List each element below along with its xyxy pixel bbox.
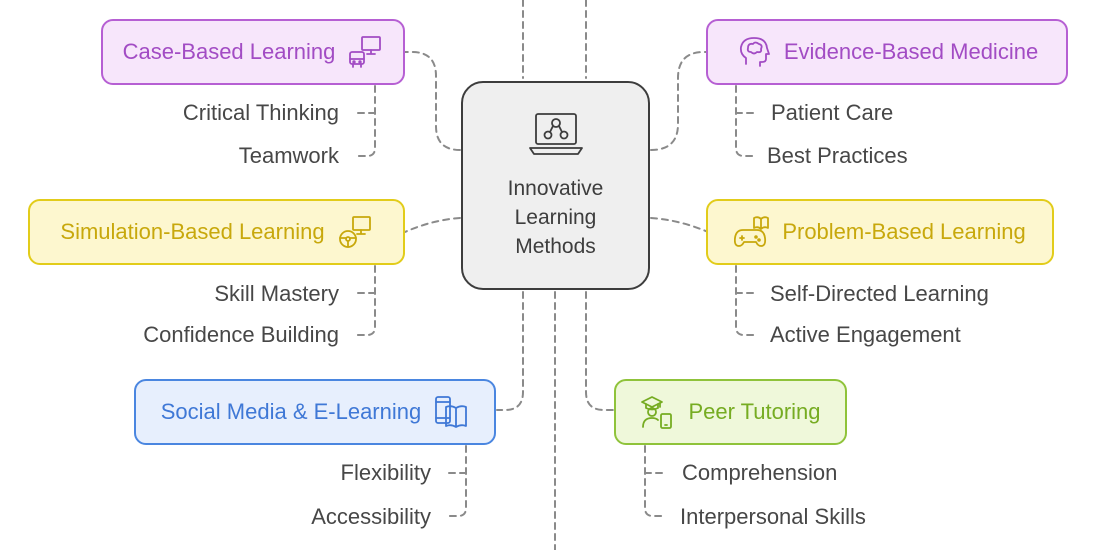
sub-comprehension: Comprehension xyxy=(682,460,838,485)
sub-flexibility: Flexibility xyxy=(340,460,431,485)
peer-tutoring-label: Peer Tutoring xyxy=(688,399,821,424)
center-node: Innovative Learning Methods xyxy=(461,81,650,290)
sub-patient-care: Patient Care xyxy=(771,100,894,125)
connector-case-based xyxy=(404,51,461,151)
sub-interpersonal-skills: Interpersonal Skills xyxy=(680,504,866,529)
sub-self-directed-learning: Self-Directed Learning xyxy=(770,281,989,306)
graduate-phone-icon xyxy=(640,394,676,430)
connector-social xyxy=(496,291,524,411)
connector-social-sub xyxy=(445,445,467,517)
case-based-label: Case-Based Learning xyxy=(122,39,336,64)
connector-peer-sub xyxy=(644,445,666,517)
center-title: Innovative Learning Methods xyxy=(507,177,604,258)
node-evidence-based-medicine: Evidence-Based Medicine xyxy=(706,19,1068,85)
problem-based-label: Problem-Based Learning xyxy=(782,219,1026,244)
connector-simulation-sub xyxy=(354,265,376,336)
gamepad-book-icon xyxy=(734,214,770,250)
connector-evidence xyxy=(650,51,709,151)
sub-teamwork: Teamwork xyxy=(238,143,339,168)
sub-accessibility: Accessibility xyxy=(311,504,431,529)
node-case-based-learning: Case-Based Learning xyxy=(101,19,405,85)
social-media-label: Social Media & E-Learning xyxy=(160,399,422,424)
monitor-bus-icon xyxy=(347,34,383,70)
sub-critical-thinking: Critical Thinking xyxy=(182,100,339,125)
node-social-media-e-learning: Social Media & E-Learning xyxy=(134,379,496,445)
connector-simulation xyxy=(404,217,461,233)
sub-best-practices: Best Practices xyxy=(767,143,908,168)
tablet-book-icon xyxy=(433,394,469,430)
steering-monitor-icon xyxy=(337,214,373,250)
evidence-based-label: Evidence-Based Medicine xyxy=(783,39,1039,64)
connector-case-sub xyxy=(354,85,376,157)
node-peer-tutoring: Peer Tutoring xyxy=(614,379,847,445)
brain-head-icon xyxy=(736,34,772,70)
simulation-based-label: Simulation-Based Learning xyxy=(60,219,325,244)
sub-skill-mastery: Skill Mastery xyxy=(214,281,339,306)
node-problem-based-learning: Problem-Based Learning xyxy=(706,199,1054,265)
node-simulation-based-learning: Simulation-Based Learning xyxy=(28,199,405,265)
laptop-network-icon xyxy=(528,110,584,158)
connector-peer xyxy=(585,291,615,411)
connector-problem xyxy=(650,217,709,233)
connector-problem-sub xyxy=(735,265,757,336)
sub-active-engagement: Active Engagement xyxy=(770,322,961,347)
connector-evidence-sub xyxy=(735,85,757,157)
sub-confidence-building: Confidence Building xyxy=(143,322,339,347)
